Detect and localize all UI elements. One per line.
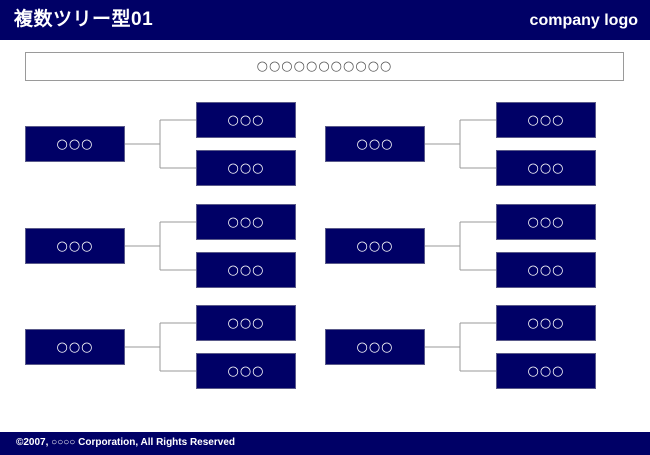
connector-tree-6 xyxy=(425,322,496,372)
connector-tree-5 xyxy=(425,221,496,271)
connector-tree-2 xyxy=(125,221,196,271)
tree-2-root: ○○○ xyxy=(25,228,125,264)
tree-3-child-1: ○○○ xyxy=(196,305,296,341)
connector-tree-1 xyxy=(125,119,196,169)
tree-6-child-1: ○○○ xyxy=(496,305,596,341)
page-title: 複数ツリー型01 xyxy=(14,9,154,30)
tree-1-child-2: ○○○ xyxy=(196,150,296,186)
header-bar: 複数ツリー型01 company logo xyxy=(0,0,650,40)
company-logo: company logo xyxy=(529,12,638,29)
tree-4-child-1: ○○○ xyxy=(496,102,596,138)
connector-tree-4 xyxy=(425,119,496,169)
tree-5-child-1: ○○○ xyxy=(496,204,596,240)
tree-1-root: ○○○ xyxy=(25,126,125,162)
tree-4-child-2: ○○○ xyxy=(496,150,596,186)
copyright-text: ©2007, ○○○○ Corporation, All Rights Rese… xyxy=(16,437,235,448)
footer-bar: ©2007, ○○○○ Corporation, All Rights Rese… xyxy=(0,432,650,455)
tree-2-child-1: ○○○ xyxy=(196,204,296,240)
tree-3-child-2: ○○○ xyxy=(196,353,296,389)
tree-5-root: ○○○ xyxy=(325,228,425,264)
tree-3-root: ○○○ xyxy=(25,329,125,365)
subtitle-box: ○○○○○○○○○○○ xyxy=(25,52,624,81)
tree-6-child-2: ○○○ xyxy=(496,353,596,389)
tree-4-root: ○○○ xyxy=(325,126,425,162)
tree-1-child-1: ○○○ xyxy=(196,102,296,138)
tree-6-root: ○○○ xyxy=(325,329,425,365)
tree-2-child-2: ○○○ xyxy=(196,252,296,288)
tree-5-child-2: ○○○ xyxy=(496,252,596,288)
connector-tree-3 xyxy=(125,322,196,372)
